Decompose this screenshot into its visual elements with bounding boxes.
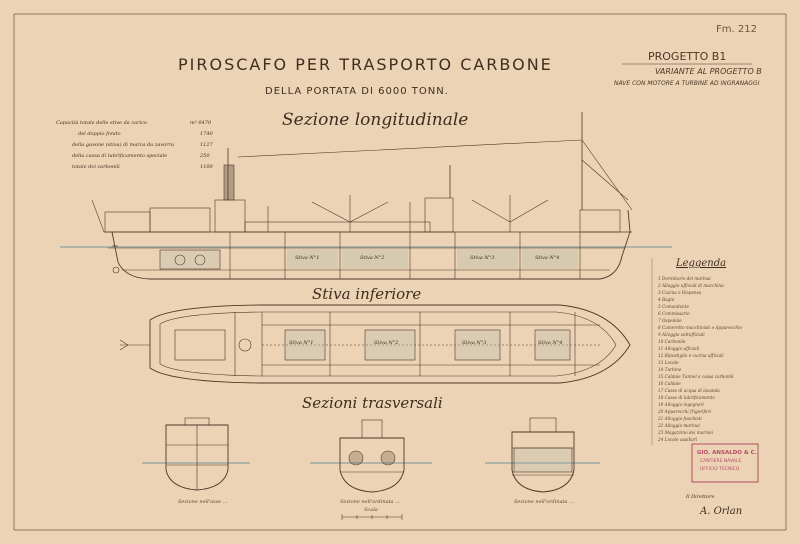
plan-hold-label: Stiva N°3 bbox=[462, 340, 487, 346]
legend-item: 1 Dormitorio del marinai bbox=[658, 276, 711, 281]
hold-label: Stiva N°3 bbox=[470, 255, 495, 261]
legend-item: 20 Apparecchi frigoriferi bbox=[658, 409, 711, 414]
project-name: PROGETTO B1 bbox=[648, 50, 727, 63]
section-caption: Sezione nell'asse ... bbox=[178, 499, 228, 505]
capacity-label: Capacità totale delle stive da carico bbox=[56, 120, 147, 126]
legend-item: 21 Alloggio fuochisti bbox=[658, 416, 702, 421]
plan-hold-label: Stiva N°4 bbox=[538, 340, 563, 346]
legend-item: 24 Locale ausiliari bbox=[658, 437, 698, 442]
hold-label: Stiva N°1 bbox=[295, 255, 320, 261]
capacity-value: 1100 bbox=[200, 164, 213, 170]
legend-item: 22 Alloggio marinai bbox=[658, 423, 700, 428]
scale-bar bbox=[341, 514, 403, 520]
capacity-label: della cassa di lubrificamento speciale bbox=[72, 153, 168, 159]
hold-section-heading: Stiva inferiore bbox=[312, 285, 422, 303]
project-note: NAVE CON MOTORE A TURBINE AD INGRANAGGI bbox=[614, 80, 760, 87]
section-caption: Sezione nell'ordinata ... bbox=[340, 499, 400, 505]
longitudinal-section bbox=[60, 112, 672, 280]
capacity-label: del doppio fondo bbox=[78, 131, 121, 137]
capacity-value: 1740 bbox=[200, 131, 213, 137]
transverse-section-heading: Sezioni trasversali bbox=[302, 394, 443, 412]
capacity-value: 250 bbox=[200, 153, 210, 159]
capacity-label: della gavone (stiva) di marca da zavorra bbox=[72, 142, 175, 148]
legend-item: 6 Commissario bbox=[658, 311, 690, 316]
legend-item: 5 Comandante bbox=[658, 304, 689, 309]
legend-item: 17 Casse di acqua di lavanda bbox=[658, 388, 720, 393]
legend-item: 10 Carbonile bbox=[658, 339, 686, 344]
longitudinal-section-heading: Sezione longitudinale bbox=[282, 110, 469, 130]
stamp-frame bbox=[691, 443, 759, 483]
hold-plan-view bbox=[119, 304, 631, 384]
sheet-frame bbox=[13, 13, 787, 531]
capacity-value: 1127 bbox=[200, 142, 213, 148]
legend-item: 14 Turbine bbox=[658, 367, 682, 372]
signature-role: Il Direttore bbox=[686, 494, 715, 500]
plan-hold-label: Stiva N°1 bbox=[289, 340, 314, 346]
legend-item: 12 Ripostiglio e cucina ufficiali bbox=[658, 353, 724, 358]
legend-item: 8 Cameretto macchinisti e Apparecchio bbox=[658, 325, 742, 330]
stamp-line: GIO. ANSALDO & C. bbox=[697, 450, 757, 456]
legend-item: 18 Casse di lubrificamento bbox=[658, 395, 715, 400]
section-caption: Sezione nell'ordinata ... bbox=[514, 499, 574, 505]
sheet-number: Fm. 212 bbox=[716, 24, 757, 35]
drawing-title: PIROSCAFO PER TRASPORTO CARBONE bbox=[178, 55, 553, 74]
scale-label: Scala bbox=[364, 507, 378, 513]
drawing-subtitle: DELLA PORTATA DI 6000 TONN. bbox=[265, 86, 449, 97]
capacity-value: m³ 6470 bbox=[190, 120, 212, 126]
legend-item: 4 Bagni bbox=[658, 297, 675, 302]
plan-hold-label: Stiva N°2 bbox=[374, 340, 399, 346]
capacity-label: totale dei carbonili bbox=[72, 164, 120, 170]
legend-item: 23 Magazzino dei marinai bbox=[658, 430, 714, 435]
legend-item: 15 Caldaie Tunnel e cassa carbonili bbox=[658, 374, 734, 379]
hold-label: Stiva N°2 bbox=[360, 255, 385, 261]
transverse-sections bbox=[142, 417, 600, 493]
stamp-line: CANTIERE NAVALE bbox=[700, 459, 742, 464]
legend-item: 3 Cucina e Dispensa bbox=[658, 290, 702, 295]
legend-item: 11 Alloggio ufficiali bbox=[658, 346, 700, 351]
legend-item: 9 Alloggio sottufficiali bbox=[658, 332, 705, 337]
legend-item: 19 Alloggio ingegneri bbox=[658, 402, 704, 407]
legend-item: 13 Locale bbox=[658, 360, 679, 365]
stamp-line: UFFICIO TECNICO bbox=[700, 467, 740, 472]
project-variant: VARIANTE AL PROGETTO B bbox=[655, 67, 762, 76]
legend-item: 7 Ospedale bbox=[658, 318, 682, 323]
legend-title: Leggenda bbox=[676, 258, 727, 269]
legend-item: 2 Alloggio ufficiali di macchina bbox=[658, 283, 724, 288]
legend-item: 16 Caldaie bbox=[658, 381, 681, 386]
signature-name: A. Orlan bbox=[700, 506, 743, 517]
hold-label: Stiva N°4 bbox=[535, 255, 560, 261]
